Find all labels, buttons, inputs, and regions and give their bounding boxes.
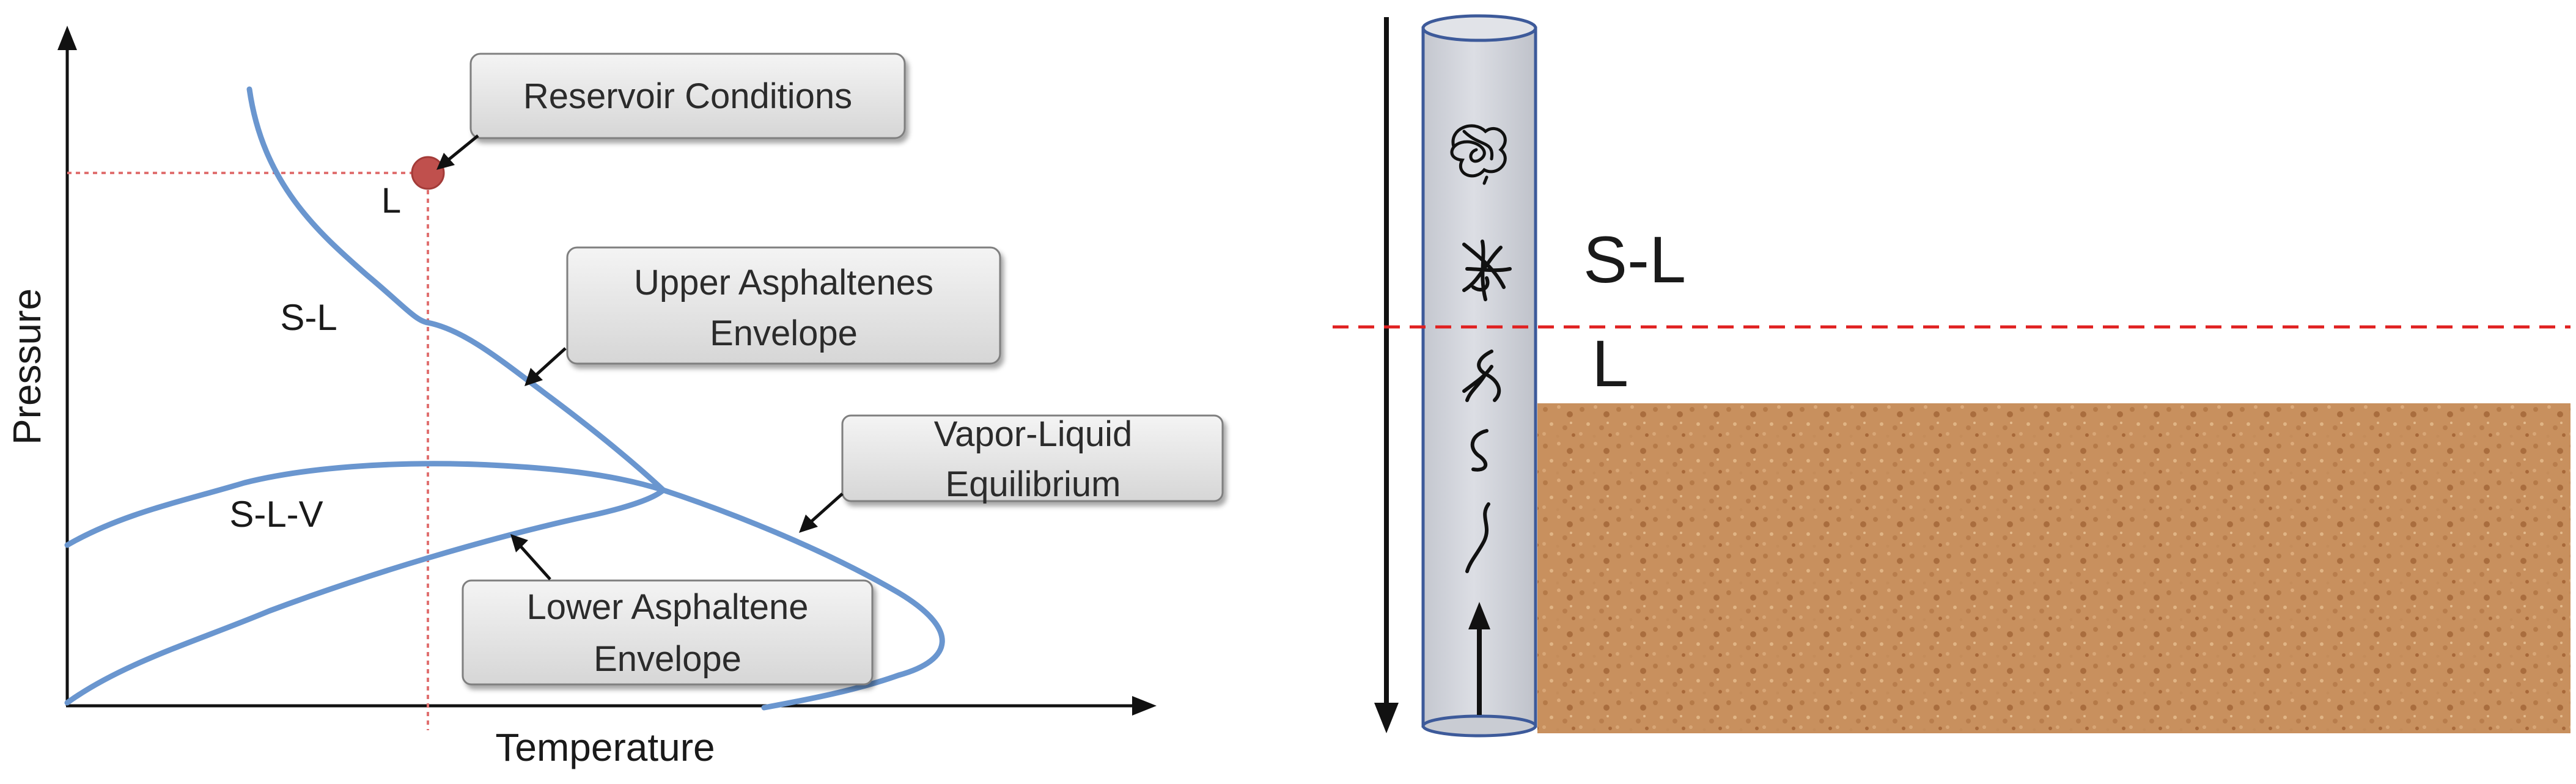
callout-box: [462, 579, 874, 686]
wellbore-bottom-rim: [1421, 714, 1537, 738]
asphaltene-flocculate-icon: [1462, 240, 1512, 301]
region-label-liquid: L: [381, 181, 401, 221]
callout-pointer-arrowhead: [799, 515, 818, 533]
asphaltene-molecule-icon: [1470, 429, 1489, 472]
y-axis-label: Pressure: [5, 288, 49, 445]
callout-box: [469, 53, 906, 139]
lower-asphaltene-envelope-curve: [64, 487, 666, 706]
y-axis-arrowhead: [57, 26, 77, 50]
callout-text-line-1: Lower Asphaltene: [526, 587, 808, 627]
depth-arrowhead: [1374, 703, 1399, 733]
rock-formation: [1537, 403, 2570, 733]
x-axis-arrowhead: [1132, 696, 1157, 716]
asphaltene-dispersed-molecule-icon: [1465, 502, 1490, 573]
callout-pointer-arrowhead: [436, 153, 455, 170]
callout-pointer: [517, 543, 551, 581]
callout-pointer: [444, 134, 479, 164]
callout-text-line-2: Envelope: [594, 639, 742, 679]
lower-asphaltene-envelope-callout: Lower Asphaltene Envelope: [462, 534, 874, 686]
callout-text-line-1: Upper Asphaltenes: [634, 263, 933, 302]
flow-direction-arrowhead: [1468, 602, 1490, 629]
vapor-liquid-equilibrium-callout: Vapor-Liquid Equilibrium: [799, 414, 1224, 533]
region-label-solid-liquid-vapor: S-L-V: [229, 494, 323, 535]
callout-pointer-arrowhead: [524, 368, 543, 386]
zone-label-solid-liquid: S-L: [1583, 222, 1686, 296]
upper-asphaltenes-envelope-curve: [246, 86, 666, 493]
callout-pointer: [807, 493, 844, 526]
asphaltene-small-aggregate-icon: [1462, 350, 1501, 402]
callout-box: [841, 414, 1224, 502]
callout-text-line-2: Envelope: [710, 313, 858, 353]
x-axis-label: Temperature: [495, 725, 715, 769]
reservoir-conditions-callout: Reservoir Conditions: [436, 53, 906, 170]
callout-pointer: [532, 347, 567, 379]
callout-text-line-1: Reservoir Conditions: [523, 76, 852, 116]
wellbore-top-rim: [1421, 14, 1537, 42]
callout-text-line-2: Equilibrium: [946, 464, 1121, 504]
reservoir-conditions-point: [411, 156, 445, 190]
wellbore-diagram: S-L L: [1333, 14, 2570, 738]
callout-text-line-1: Vapor-Liquid: [934, 414, 1133, 454]
phase-diagram: Temperature Pressure L S-L S-L-V Reservo…: [5, 26, 1224, 769]
callout-box: [566, 246, 1001, 365]
asphaltene-cluster-icon: [1450, 124, 1507, 185]
region-label-solid-liquid: S-L: [280, 297, 337, 338]
upper-asphaltenes-envelope-callout: Upper Asphaltenes Envelope: [524, 246, 1001, 386]
zone-label-liquid: L: [1592, 326, 1628, 400]
callout-pointer-arrowhead: [510, 534, 528, 552]
